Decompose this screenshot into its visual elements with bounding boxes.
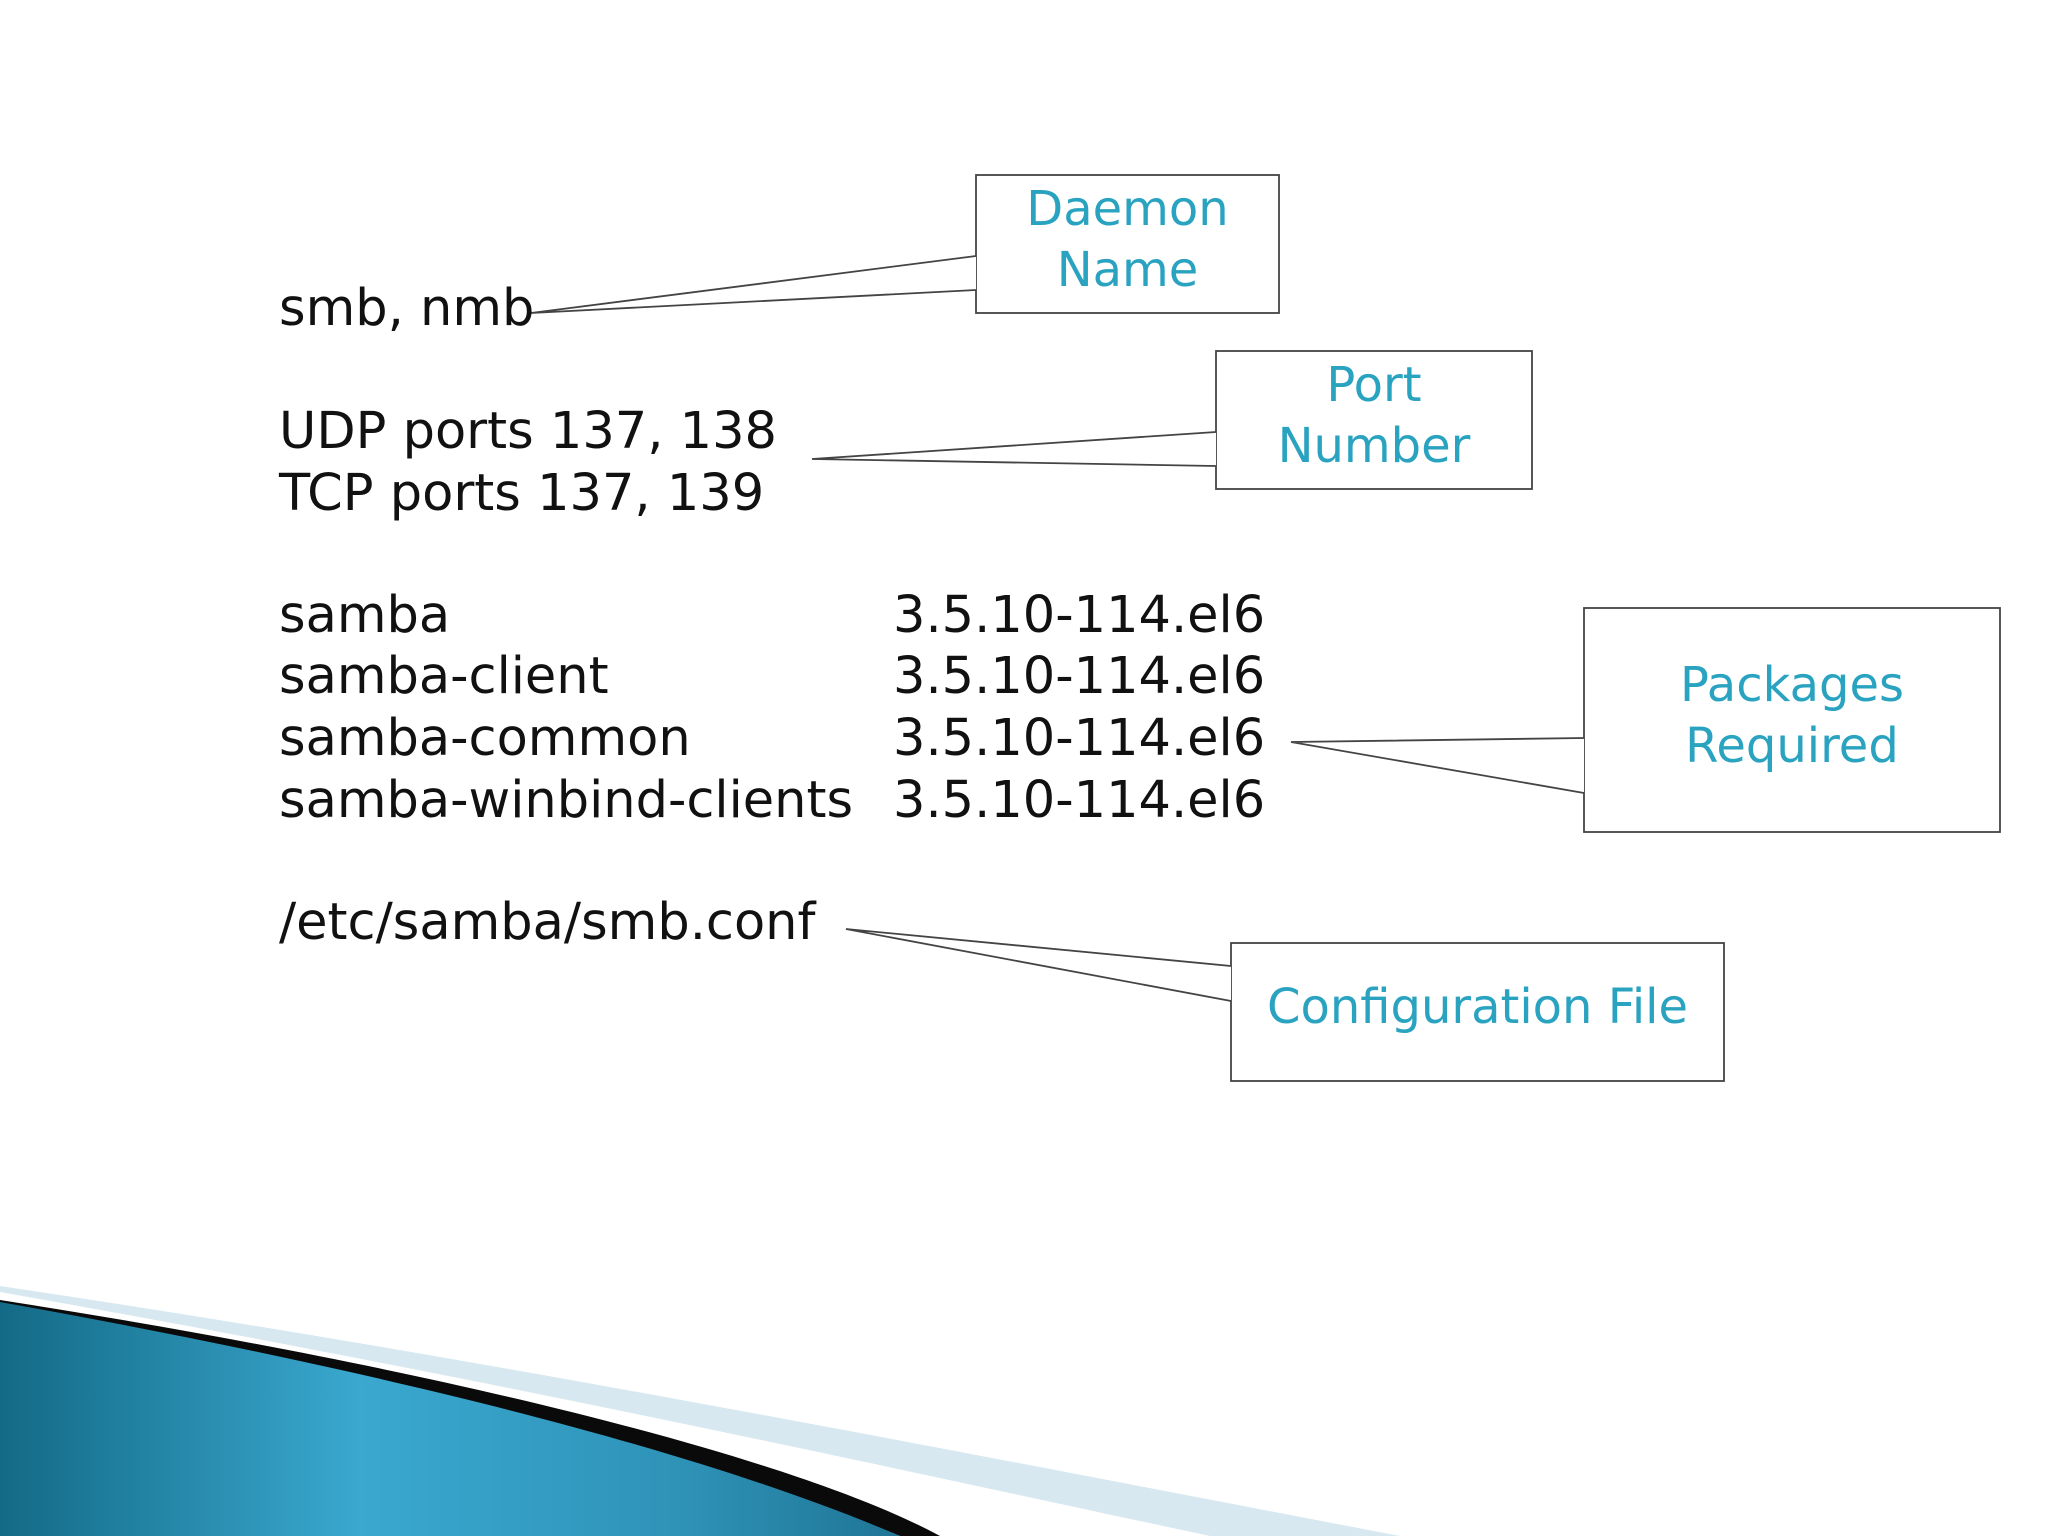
package-name: samba-common xyxy=(279,709,691,768)
packages-callout-pointer xyxy=(1290,737,1585,794)
udp-ports-line: UDP ports 137, 138 xyxy=(279,402,777,461)
package-version: 3.5.10-114.el6 xyxy=(893,586,1266,645)
package-version: 3.5.10-114.el6 xyxy=(893,709,1266,768)
packages-callout-label: Packages Required xyxy=(1680,657,1904,774)
daemon-names: smb, nmb xyxy=(279,279,535,338)
config-callout-pointer xyxy=(845,928,1232,1002)
config-callout-label: Configuration File xyxy=(1266,979,1689,1035)
tcp-ports-line: TCP ports 137, 139 xyxy=(279,464,765,523)
port-callout-label: Port Number xyxy=(1277,357,1471,474)
package-name: samba-winbind-clients xyxy=(279,771,854,830)
config-file-path: /etc/samba/smb.conf xyxy=(279,893,816,952)
package-name: samba-client xyxy=(279,647,609,706)
package-name: samba xyxy=(279,586,451,645)
package-version: 3.5.10-114.el6 xyxy=(893,647,1266,706)
daemon-callout-label: Daemon Name xyxy=(1026,181,1229,298)
daemon-callout-pointer xyxy=(530,255,977,314)
port-callout-pointer xyxy=(811,431,1217,467)
package-version: 3.5.10-114.el6 xyxy=(893,771,1266,830)
